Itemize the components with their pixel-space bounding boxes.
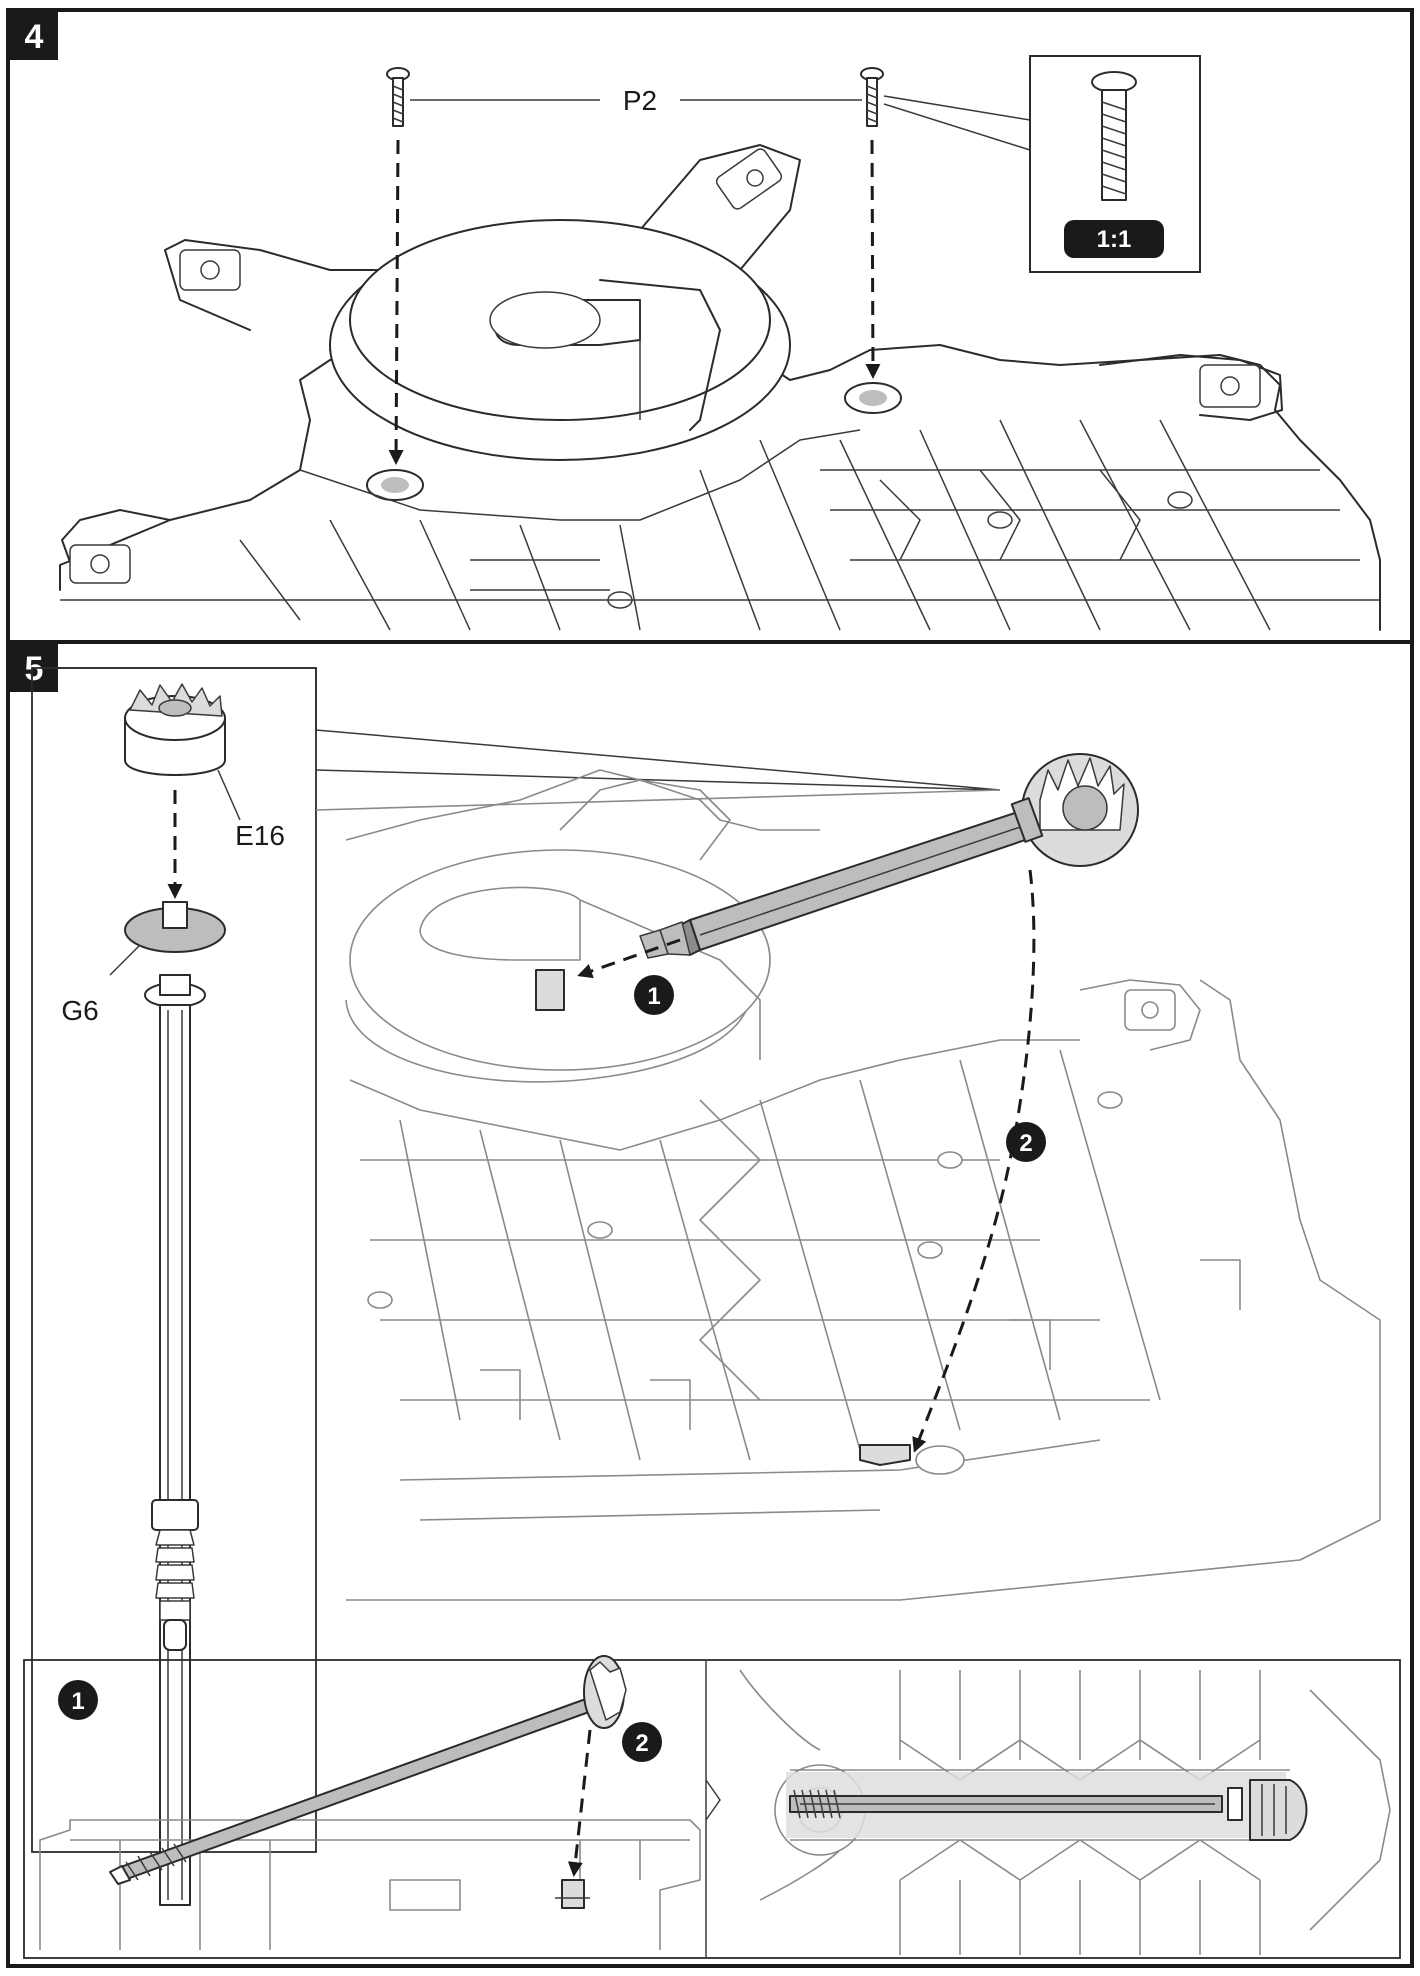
callout-1-arrow [577, 938, 681, 979]
detail-inset: 1 2 [23, 1655, 1401, 1959]
washer-g6 [124, 901, 226, 953]
callout-1-badge: 1 [634, 975, 674, 1015]
step-5-panel: 5 E16 G6 [6, 640, 1414, 1968]
svg-text:1: 1 [71, 1688, 84, 1715]
detail-insert-arrow [567, 1729, 592, 1877]
part-label-g6: G6 [61, 995, 98, 1026]
scale-badge: 1:1 [1097, 226, 1132, 253]
step-4-base-assembly [59, 144, 1381, 631]
detail-side-view [39, 1655, 701, 1950]
detail-callout-1-badge: 1 [58, 1680, 98, 1720]
svg-text:2: 2 [635, 1730, 648, 1757]
part-label-p2: P2 [623, 85, 657, 116]
screw-p2-right [860, 67, 884, 127]
part-label-e16: E16 [235, 820, 285, 851]
step-4-number: 4 [25, 18, 44, 56]
step-4-panel: 4 [6, 8, 1414, 644]
shaft [144, 974, 206, 1906]
screw-p2-left [386, 67, 410, 127]
gear-e16 [124, 683, 226, 776]
detail-callout-2-badge: 2 [622, 1722, 662, 1762]
svg-text:2: 2 [1019, 1130, 1032, 1157]
insert-arrow-left [388, 139, 404, 465]
detail-top-view [739, 1669, 1391, 1955]
callout-2-badge: 2 [1006, 1122, 1046, 1162]
svg-text:1: 1 [647, 983, 660, 1010]
step-5-main-view [315, 769, 1381, 1601]
step-5-number: 5 [25, 650, 44, 688]
shaft-main-view [639, 753, 1139, 959]
screw-scale-inset: 1:1 [883, 55, 1201, 273]
insert-arrow-right [865, 139, 881, 379]
step-4-number-box [10, 12, 58, 60]
